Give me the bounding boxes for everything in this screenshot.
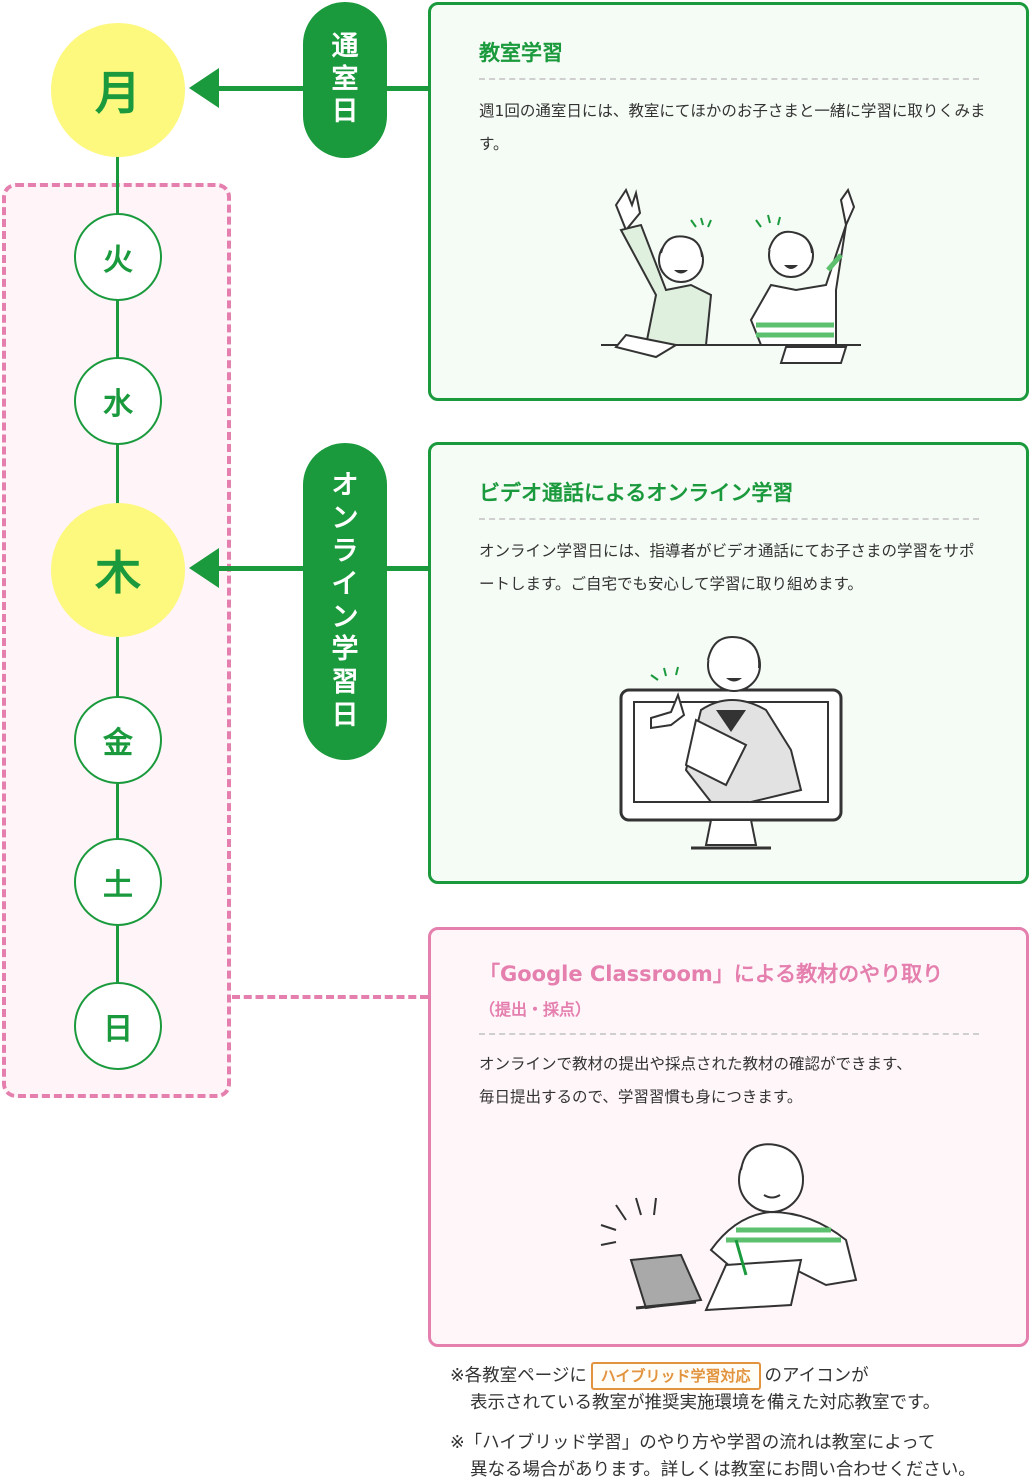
card-body: 週1回の通室日には、教室にてほかのお子さまと一緒に学習に取りくみます。 (479, 102, 986, 153)
day-saturday: 土 (74, 838, 162, 926)
note-line: 異なる場合があります。詳しくは教室にお問い合わせください。 (470, 1460, 976, 1480)
card-body: オンラインで教材の提出や採点された教材の確認ができます、 毎日提出するので、学習… (479, 1048, 999, 1114)
note-text: のアイコンが (764, 1366, 869, 1386)
hybrid-badge: ハイブリッド学習対応 (590, 1362, 761, 1390)
card-divider (479, 1033, 979, 1035)
card-online-learning: ビデオ通話によるオンライン学習 オンライン学習日には、指導者がビデオ通話にてお子… (428, 442, 1029, 884)
note-line: ※「ハイブリッド学習」のやり方や学習の流れは教室によって (450, 1433, 936, 1453)
day-monday: 月 (51, 23, 185, 157)
teacher-monitor-illustration (619, 636, 843, 850)
card-title: ビデオ通話によるオンライン学習 (479, 481, 794, 505)
card-body-line: オンラインで教材の提出や採点された教材の確認ができます、 (479, 1055, 912, 1073)
card-body: オンライン学習日には、指導者がビデオ通話にてお子さまの学習をサポートします。ご自… (479, 542, 975, 593)
note-hybrid-flow: ※「ハイブリッド学習」のやり方や学習の流れは教室によって 異なる場合があります。… (450, 1430, 1025, 1484)
card-divider (479, 78, 979, 80)
day-thursday: 木 (51, 503, 185, 637)
pill-online-day: オンライン学習日 (303, 443, 387, 760)
arrow-left-icon (189, 68, 219, 108)
day-friday: 金 (74, 696, 162, 784)
arrow-left-icon (189, 548, 219, 588)
pill-classroom-day: 通室日 (303, 2, 387, 158)
card-body-line: 毎日提出するので、学習習慣も身につきます。 (479, 1088, 803, 1106)
card-classroom-learning: 教室学習 週1回の通室日には、教室にてほかのお子さまと一緒に学習に取りくみます。 (428, 2, 1029, 401)
two-kids-illustration (601, 187, 861, 364)
note-hybrid-icon: ※各教室ページにハイブリッド学習対応のアイコンが 表示されている教室が推奨実施環… (450, 1362, 1025, 1417)
note-text: ※各教室ページに (450, 1366, 587, 1386)
note-line: ※各教室ページにハイブリッド学習対応のアイコンが (450, 1362, 1025, 1390)
day-sunday: 日 (74, 982, 162, 1070)
card-title: 「Google Classroom」による教材のやり取り (479, 962, 944, 986)
card-divider (479, 518, 979, 520)
card-title: 教室学習 (479, 41, 563, 65)
card-google-classroom: 「Google Classroom」による教材のやり取り （提出・採点） オンラ… (428, 927, 1029, 1347)
note-line: 表示されている教室が推奨実施環境を備えた対応教室です。 (470, 1393, 941, 1413)
boy-tablet-illustration (600, 1143, 858, 1312)
card-subtitle: （提出・採点） (479, 1000, 592, 1019)
day-tuesday: 火 (74, 213, 162, 301)
day-wednesday: 水 (74, 357, 162, 445)
connector-classroom-app (232, 995, 428, 999)
